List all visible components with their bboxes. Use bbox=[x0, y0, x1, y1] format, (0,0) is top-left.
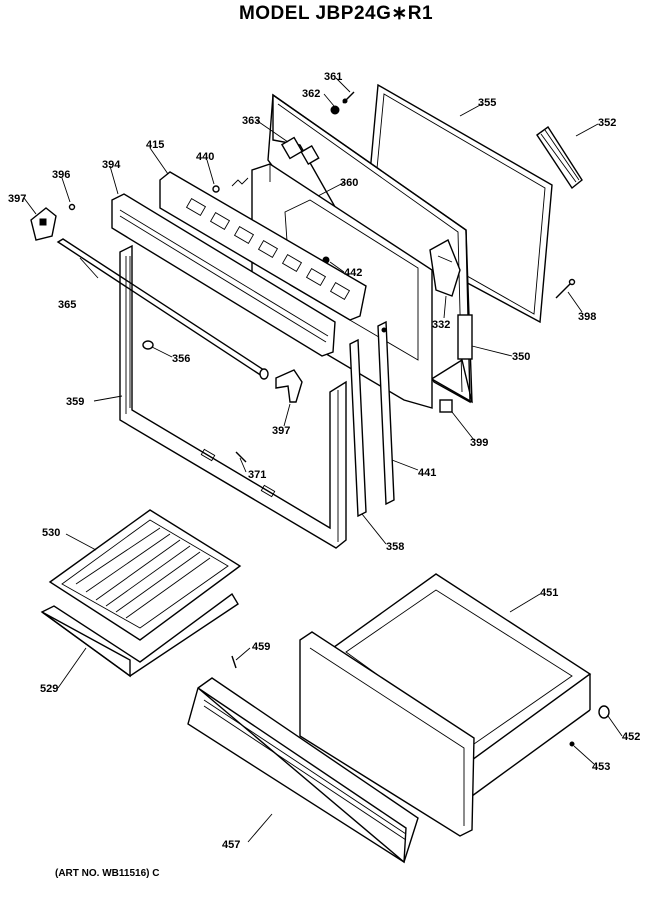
part-label-399: 399 bbox=[470, 437, 488, 449]
part-label-371: 371 bbox=[248, 469, 266, 481]
part-label-394: 394 bbox=[102, 159, 121, 171]
part-label-355: 355 bbox=[478, 97, 496, 109]
part-label-441: 441 bbox=[418, 467, 436, 479]
clip-356 bbox=[142, 340, 154, 350]
part-label-452: 452 bbox=[622, 731, 640, 743]
leader-lines bbox=[23, 77, 623, 843]
bumper-452 bbox=[598, 705, 610, 719]
screw-396 bbox=[68, 203, 76, 211]
part-label-459: 459 bbox=[252, 641, 270, 653]
part-label-360: 360 bbox=[340, 177, 358, 189]
part-label-363: 363 bbox=[242, 115, 260, 127]
vent-panel-415 bbox=[159, 171, 367, 321]
screw-459 bbox=[231, 655, 237, 669]
hinge-397-left bbox=[30, 207, 57, 241]
part-label-397-center: 397 bbox=[272, 425, 290, 437]
part-label-361: 361 bbox=[324, 71, 342, 83]
hinge-397-center bbox=[275, 369, 303, 403]
part-label-453: 453 bbox=[592, 761, 610, 773]
part-label-529: 529 bbox=[40, 683, 58, 695]
nut-362 bbox=[330, 105, 340, 115]
part-labels: 361 362 355 352 363 415 440 394 396 360 … bbox=[8, 71, 640, 851]
part-label-359: 359 bbox=[66, 396, 84, 408]
part-label-365: 365 bbox=[58, 299, 76, 311]
side-strip-358 bbox=[349, 338, 367, 518]
drawer-front-457 bbox=[187, 677, 419, 864]
hinge-bracket-332 bbox=[429, 239, 461, 297]
door-trim-394 bbox=[111, 193, 336, 357]
broiler-pan-insert-530 bbox=[48, 509, 242, 641]
part-label-358: 358 bbox=[386, 541, 404, 553]
part-label-396: 396 bbox=[52, 169, 70, 181]
part-label-415: 415 bbox=[146, 139, 164, 151]
screw-440 bbox=[212, 177, 249, 193]
side-strip-441 bbox=[377, 320, 395, 506]
part-label-440: 440 bbox=[196, 151, 214, 163]
art-number-footer: (ART NO. WB11516) C bbox=[55, 868, 160, 879]
screw-371 bbox=[235, 451, 247, 463]
part-label-457: 457 bbox=[222, 839, 240, 851]
part-label-350: 350 bbox=[512, 351, 530, 363]
part-label-352: 352 bbox=[598, 117, 616, 129]
screw-398 bbox=[555, 278, 576, 299]
part-label-442: 442 bbox=[344, 267, 362, 279]
part-label-356: 356 bbox=[172, 353, 190, 365]
part-label-451: 451 bbox=[540, 587, 558, 599]
drawer-inner-panel bbox=[299, 631, 475, 837]
door-handle bbox=[536, 125, 583, 190]
screw-453 bbox=[569, 741, 575, 747]
part-label-332: 332 bbox=[432, 319, 450, 331]
part-label-362: 362 bbox=[302, 88, 320, 100]
door-frame-359 bbox=[119, 244, 347, 549]
part-label-397-left: 397 bbox=[8, 193, 26, 205]
screw-361 bbox=[342, 91, 355, 104]
rod-365 bbox=[56, 238, 269, 380]
diagram-title: MODEL JBP24G∗R1 bbox=[238, 3, 434, 24]
broiler-pan-529 bbox=[40, 592, 239, 678]
part-label-398: 398 bbox=[578, 311, 596, 323]
clip-363 bbox=[280, 136, 320, 166]
part-label-530: 530 bbox=[42, 527, 60, 539]
spacer-399 bbox=[439, 399, 453, 413]
